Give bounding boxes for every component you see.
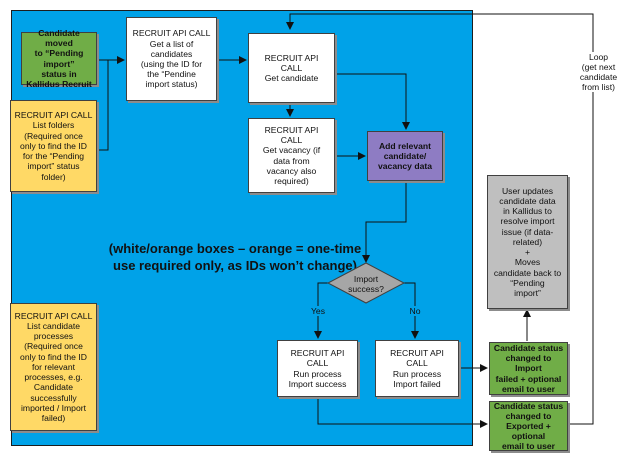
run-failed-box: RECRUIT API CALL Run process Import fail… xyxy=(375,340,459,397)
arrow-add-to-decision xyxy=(362,181,407,263)
no-label: No xyxy=(405,306,425,316)
status-exported-box: Candidate status changed to Exported + o… xyxy=(489,401,568,451)
yes-label: Yes xyxy=(307,306,329,316)
arrow-decision-no xyxy=(403,282,419,339)
get-candidate-box: RECRUIT API CALL Get candidate xyxy=(248,33,335,103)
arrow-decision-yes xyxy=(314,282,329,339)
arrow-success-to-exported xyxy=(317,397,488,428)
connector-folders-to-list xyxy=(97,60,109,151)
loop-label: Loop (get next candidate from list) xyxy=(571,52,626,92)
user-updates-box: User updates candidate data in Kallidus … xyxy=(487,175,568,309)
import-success-diamond xyxy=(326,262,406,304)
run-success-box: RECRUIT API CALL Run process Import succ… xyxy=(277,340,358,397)
loop-connector xyxy=(286,13,594,425)
status-failed-box: Candidate status changed to Import faile… xyxy=(489,342,568,395)
candidate-moved-box: Candidate moved to “Pending import” stat… xyxy=(21,28,97,89)
list-processes-box: RECRUIT API CALL List candidate processe… xyxy=(10,303,97,431)
get-candidate-list-box: RECRUIT API CALL Get a list of candidate… xyxy=(126,17,217,101)
get-vacancy-box: RECRUIT API CALL Get vacancy (if data fr… xyxy=(248,118,335,193)
orange-boxes-note: (white/orange boxes – orange = one-time … xyxy=(108,241,362,273)
arrow-candidate-to-add xyxy=(335,73,410,130)
add-data-box: Add relevant candidate/ vacancy data xyxy=(367,131,443,181)
list-folders-box: RECRUIT API CALL List folders (Required … xyxy=(10,100,97,192)
decision-label: Import success? xyxy=(348,274,384,294)
